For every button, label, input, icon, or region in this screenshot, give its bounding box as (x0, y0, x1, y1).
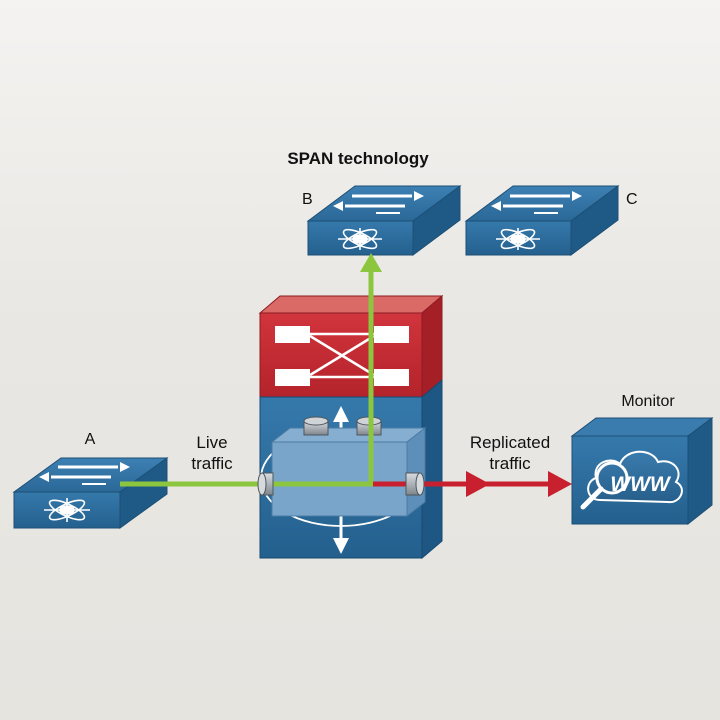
switch-c: C (464, 185, 638, 256)
magnifier-icon (580, 461, 629, 510)
switch-icon (39, 462, 130, 485)
device-label-monitor: Monitor (621, 393, 675, 410)
caption-live-traffic: Live traffic (191, 433, 233, 473)
router-icon (496, 228, 540, 250)
replicated-traffic-path (373, 471, 572, 497)
monitor-device: WWW Monitor (570, 393, 714, 526)
router-icon (338, 228, 382, 250)
router-icon (44, 498, 90, 522)
caption-replicated-line-2: traffic (489, 454, 531, 473)
switch-b: B (302, 185, 462, 256)
device-label-a: A (85, 431, 96, 448)
span-port-module (270, 426, 427, 518)
port-top-left (303, 416, 329, 436)
live-traffic-path (120, 253, 382, 487)
caption-live-line-1: Live (196, 433, 227, 452)
port-right (405, 472, 425, 496)
device-label-c: C (626, 191, 638, 208)
diagram-title: SPAN technology (287, 149, 429, 168)
caption-live-line-2: traffic (191, 454, 233, 473)
switch-icon (491, 191, 582, 214)
caption-replicated-traffic: Replicated traffic (470, 433, 550, 473)
switch-icon (333, 191, 424, 214)
switch-a: A (12, 431, 169, 529)
router-icon (275, 326, 409, 386)
caption-replicated-line-1: Replicated (470, 433, 550, 452)
port-left (257, 472, 274, 496)
device-label-b: B (302, 191, 313, 208)
red-router-block (258, 294, 444, 399)
span-switch-block (259, 378, 443, 560)
